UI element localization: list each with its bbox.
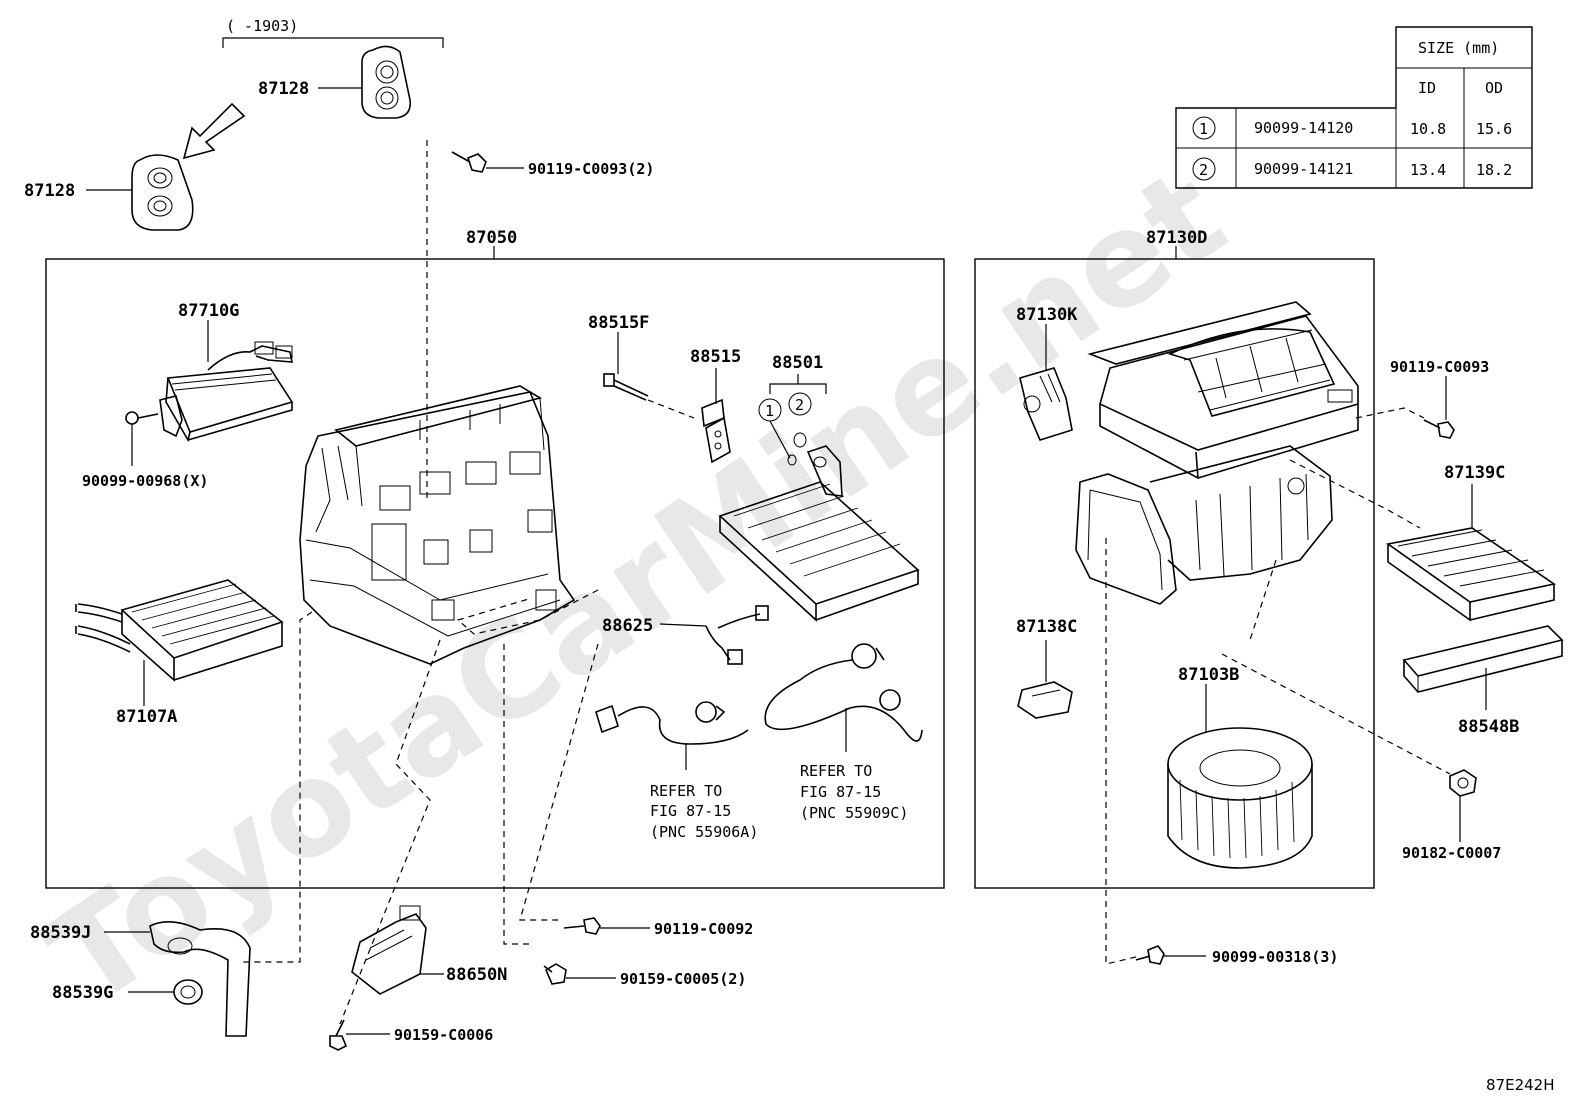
blower-case-87130d (1075, 301, 1359, 605)
size-row2-od: 18.2 (1476, 161, 1512, 179)
size-row2-id: 13.4 (1410, 161, 1446, 179)
label-87138c: 87138C (1016, 617, 1077, 637)
label-90159-c0005-2: 90159-C0005(2) (620, 970, 746, 988)
label-88539g: 88539G (52, 983, 113, 1003)
watermark: ToyotaCarMine.net (22, 139, 1250, 1036)
label-87050: 87050 (466, 228, 517, 248)
servo-87710g (159, 341, 294, 443)
o-ring-marks: 1 2 (758, 374, 827, 466)
size-table-col-id: ID (1418, 79, 1436, 97)
size-row1-id: 10.8 (1410, 120, 1446, 138)
figure-id: 87E242H (1486, 1076, 1554, 1094)
refer-line1-55906a: REFER TO (650, 782, 722, 800)
screw-90119-c0093-2-icon (451, 151, 487, 173)
assembly-box-87050 (45, 258, 945, 889)
size-row1-part: 90099-14120 (1254, 119, 1353, 137)
sensor-88625 (705, 605, 769, 665)
wire-harness-55909c (764, 643, 923, 742)
label-87128-left: 87128 (24, 181, 75, 201)
label-88515: 88515 (690, 347, 741, 367)
label-87130k: 87130K (1016, 305, 1078, 325)
label-88548b: 88548B (1458, 717, 1519, 737)
screw-90119-c0093-icon (1423, 419, 1455, 439)
refer-line2-55906a: FIG 87-15 (650, 802, 731, 820)
date-range-label: ( -1903) (226, 17, 298, 35)
refer-line1-55909c: REFER TO (800, 762, 872, 780)
evaporator-88501 (718, 445, 920, 622)
screw-90099-00968-icon (125, 411, 159, 425)
label-90119-c0092: 90119-C0092 (654, 920, 753, 938)
o-ring-mark-2: 2 (795, 396, 804, 414)
heater-core-87107a (75, 579, 284, 682)
screw-90119-c0092-icon (563, 917, 601, 935)
label-88515f: 88515F (588, 313, 649, 333)
label-87130d: 87130D (1146, 228, 1207, 248)
actuator-87130k (1019, 367, 1073, 441)
expansion-valve-88515 (701, 398, 731, 464)
label-87710g: 87710G (178, 301, 239, 321)
grommet-88539g (173, 979, 203, 1005)
size-table-header: SIZE (mm) (1418, 39, 1499, 57)
size-row2-part: 90099-14121 (1254, 160, 1353, 178)
label-90182-c0007: 90182-C0007 (1402, 844, 1501, 862)
label-90119-c0093: 90119-C0093 (1390, 358, 1489, 376)
blower-motor-87103b (1167, 727, 1313, 869)
screw-90159-c0006-icon (329, 1019, 348, 1051)
hose-88539j (149, 921, 251, 1037)
resistor-88650n (351, 905, 427, 995)
label-87103b: 87103B (1178, 665, 1239, 685)
filter-cover-88548b (1402, 625, 1564, 693)
screw-90099-00318-icon (1135, 945, 1165, 965)
wire-harness-55906a (595, 701, 749, 745)
resistor-87138c (1017, 681, 1073, 719)
grommet-87128-left (131, 154, 194, 231)
label-88650n: 88650N (446, 965, 507, 985)
size-table-col-od: OD (1485, 79, 1503, 97)
size-row1-od: 15.6 (1476, 120, 1512, 138)
grommet-87128-top (361, 45, 412, 119)
screw-90159-c0005-2-icon (543, 963, 567, 985)
label-88501: 88501 (772, 353, 823, 373)
label-87107a: 87107A (116, 707, 177, 727)
label-87139c: 87139C (1444, 463, 1505, 483)
refer-line2-55909c: FIG 87-15 (800, 783, 881, 801)
refer-line3-55906a: (PNC 55906A) (650, 823, 758, 841)
label-90099-00318-3: 90099-00318(3) (1212, 948, 1338, 966)
o-ring-mark-1: 1 (765, 402, 774, 420)
bolt-88515f-icon (603, 373, 649, 401)
label-90159-c0006: 90159-C0006 (394, 1026, 493, 1044)
size-row2-mark: 2 (1199, 161, 1208, 179)
heater-case-87050 (299, 385, 576, 665)
label-87128-top: 87128 (258, 79, 309, 99)
date-range-bracket: ( -1903) (222, 17, 444, 48)
direction-arrow-icon (182, 102, 246, 160)
label-90119-c0093-2: 90119-C0093(2) (528, 160, 654, 178)
assembly-box-87130d (974, 258, 1375, 889)
filter-87139c (1386, 527, 1556, 622)
label-88539j: 88539J (30, 923, 91, 943)
nut-90182-c0007-icon (1449, 769, 1477, 797)
size-table: SIZE (mm) ID OD 1 90099-14120 10.8 15.6 … (1175, 26, 1533, 189)
label-90099-00968: 90099-00968(X) (82, 472, 208, 490)
label-88625: 88625 (602, 616, 653, 636)
refer-line3-55909c: (PNC 55909C) (800, 804, 908, 822)
size-row1-mark: 1 (1199, 120, 1208, 138)
